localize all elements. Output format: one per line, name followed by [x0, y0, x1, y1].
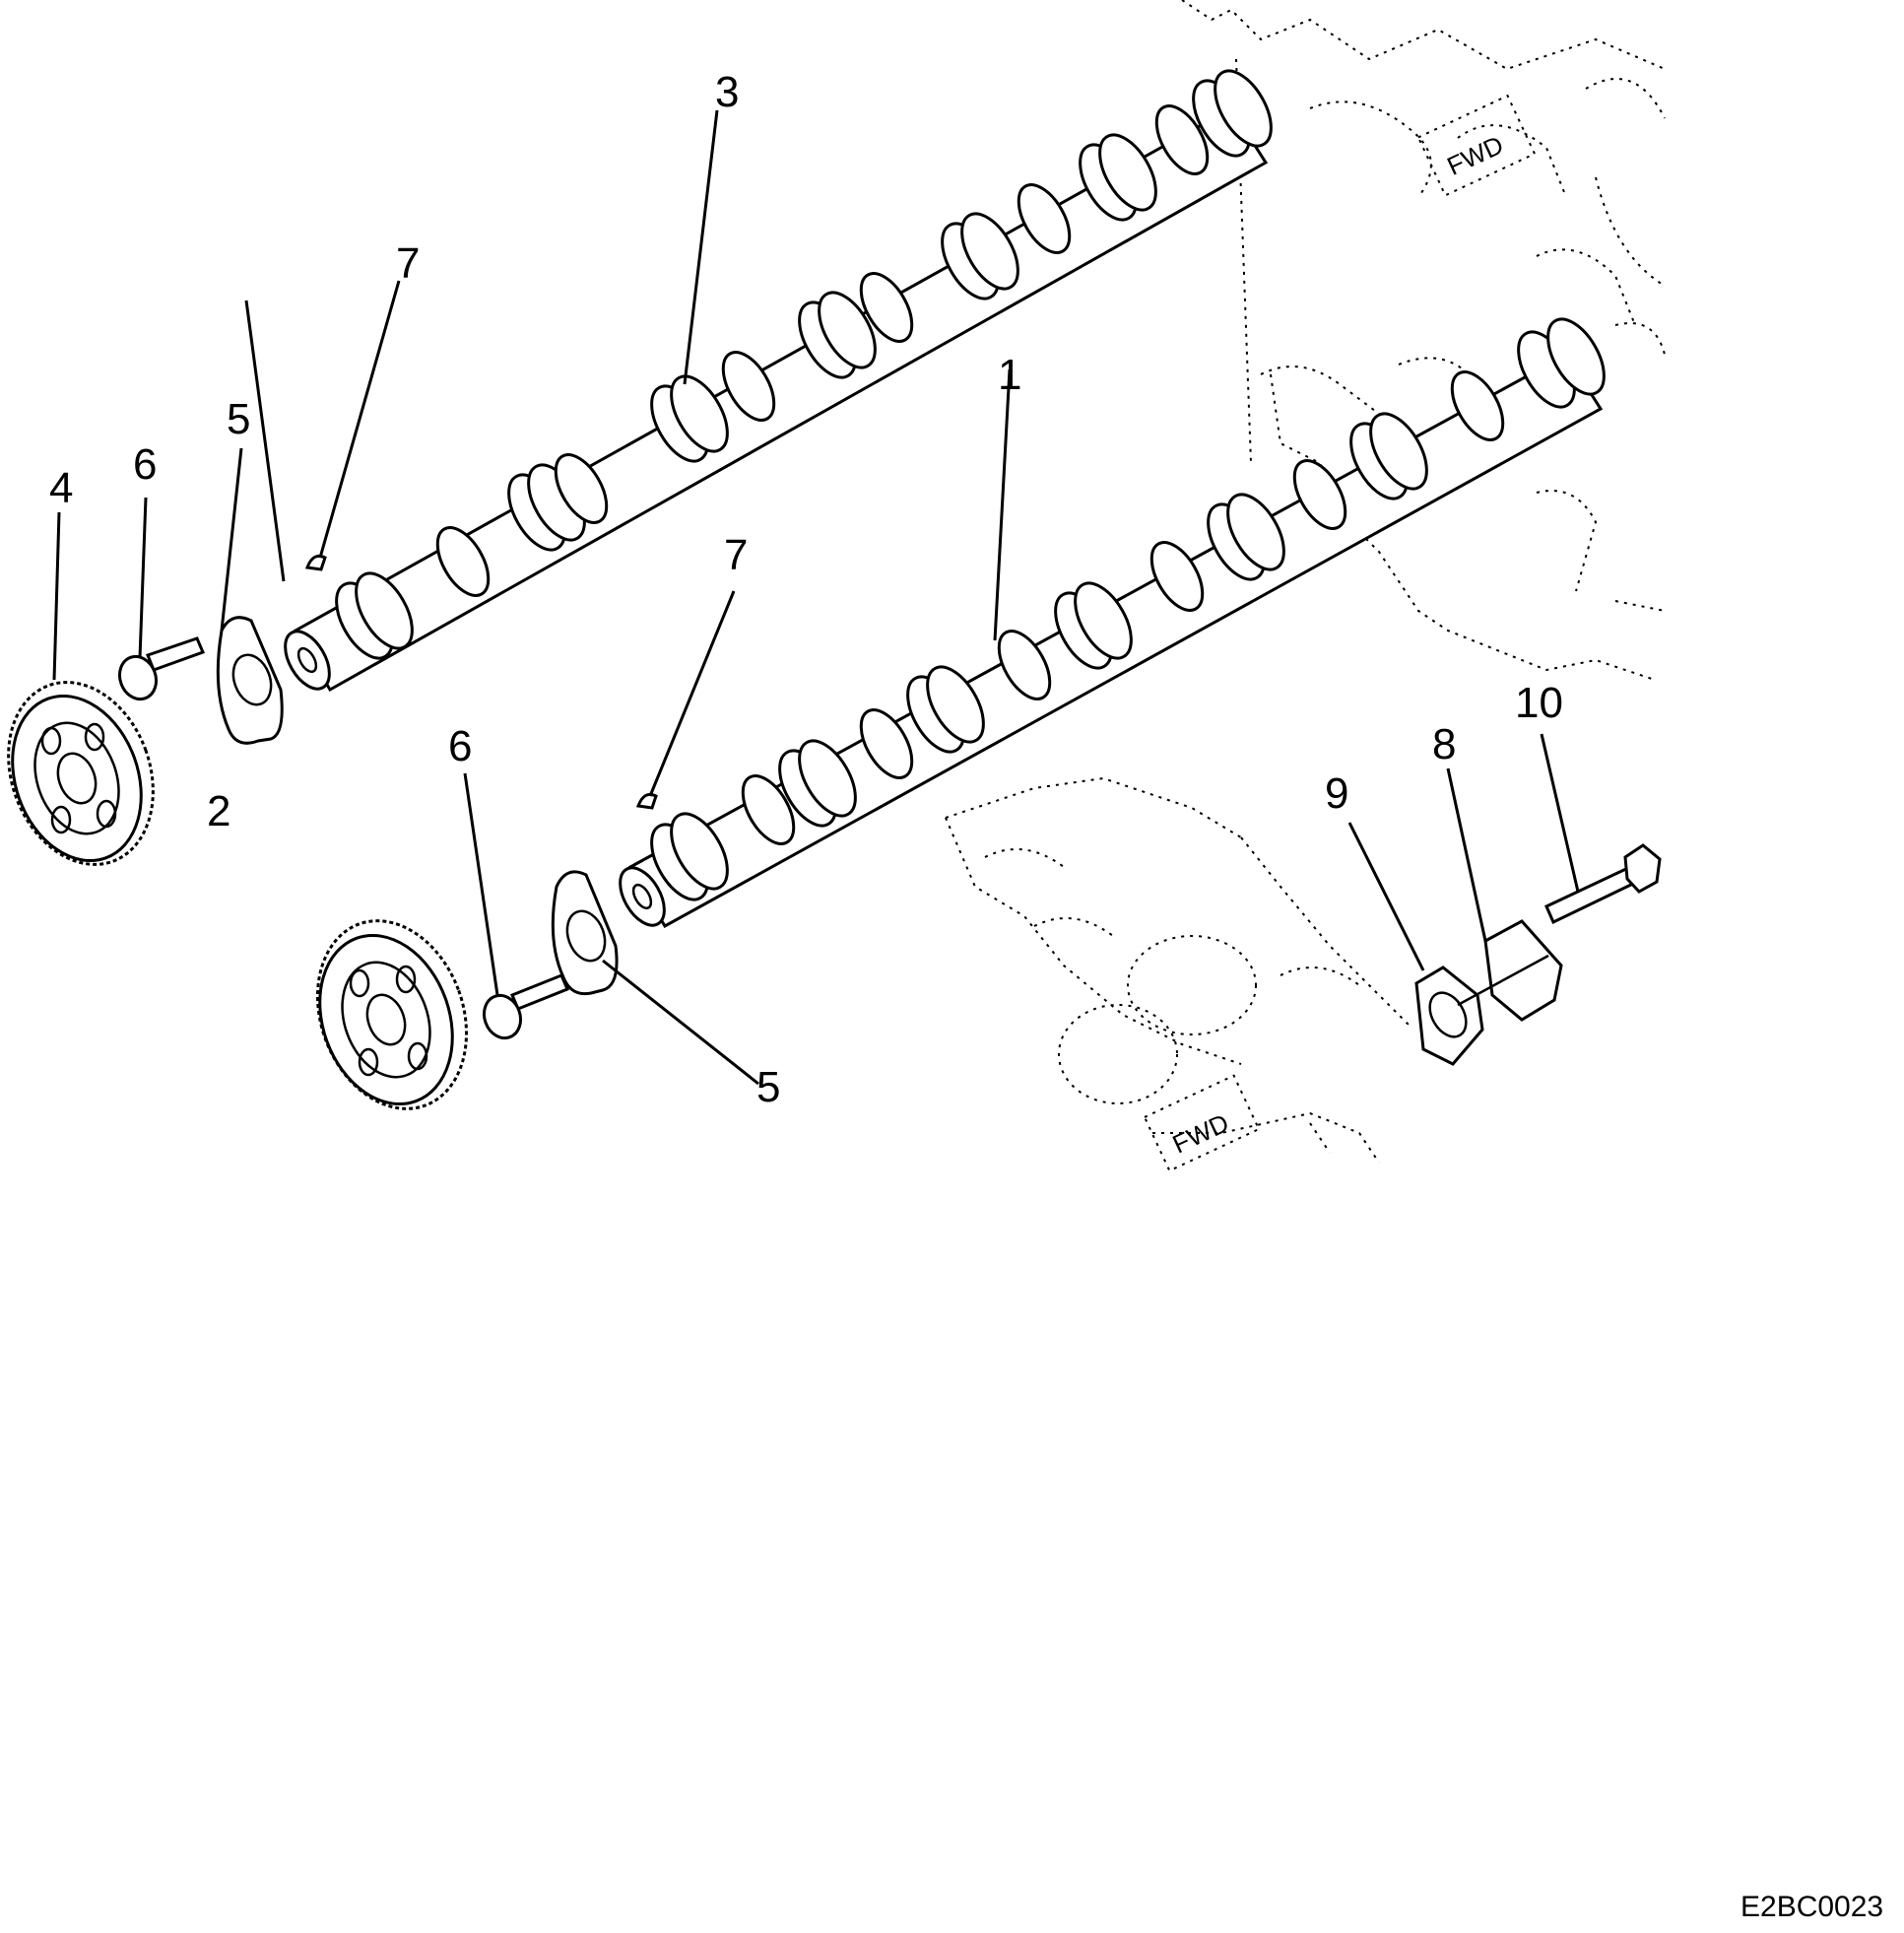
callouts: 1 2 3 4 5 5 6 6 7 7 8 9 10: [49, 68, 1563, 1111]
camshaft-gear-upper: [7, 681, 155, 866]
thrust-plate-lower: [551, 870, 619, 996]
fwd-marker-upper: FWD: [1416, 94, 1537, 197]
fwd-marker-lower: FWD: [1143, 1074, 1261, 1172]
engine-block-outline-upper: [1181, 0, 1666, 681]
camshaft-upper-lobes: [335, 69, 1273, 660]
leader-lines: [52, 109, 1580, 1086]
drawing-code: E2BC0023: [1740, 1891, 1883, 1923]
gear-bolt-upper: [117, 636, 206, 701]
camshaft-lower-lobes: [650, 317, 1606, 901]
thrust-plate-upper: [216, 616, 284, 745]
cover-bolt: [1544, 843, 1662, 925]
callout-5-lower: 5: [756, 1063, 780, 1111]
woodruff-key-upper: [304, 554, 327, 571]
camshaft-upper: [284, 69, 1273, 693]
callout-6-upper: 6: [133, 440, 157, 489]
callout-4: 4: [49, 464, 73, 512]
engine-block-outline-lower: [945, 776, 1410, 1164]
callout-7-upper: 7: [396, 239, 420, 288]
fwd-marker-lower-label: FWD: [1168, 1107, 1233, 1159]
callout-9: 9: [1325, 769, 1348, 818]
cover-gasket: [1414, 966, 1484, 1066]
callout-2: 2: [207, 787, 230, 835]
callout-10: 10: [1515, 679, 1563, 727]
cover-bolt-axis-line: [1457, 954, 1549, 1007]
callout-8: 8: [1432, 720, 1456, 768]
woodruff-key-lower: [635, 792, 658, 810]
camshaft-gear-lower: [315, 919, 469, 1110]
gear-bolt-lower: [482, 973, 569, 1040]
callout-7-lower: 7: [724, 531, 748, 579]
fwd-marker-upper-label: FWD: [1442, 130, 1507, 181]
callout-3: 3: [715, 68, 739, 116]
callout-5-upper: 5: [227, 395, 250, 443]
camshaft-lower: [619, 317, 1606, 929]
callout-6-lower: 6: [448, 722, 472, 770]
callout-1: 1: [998, 351, 1021, 399]
